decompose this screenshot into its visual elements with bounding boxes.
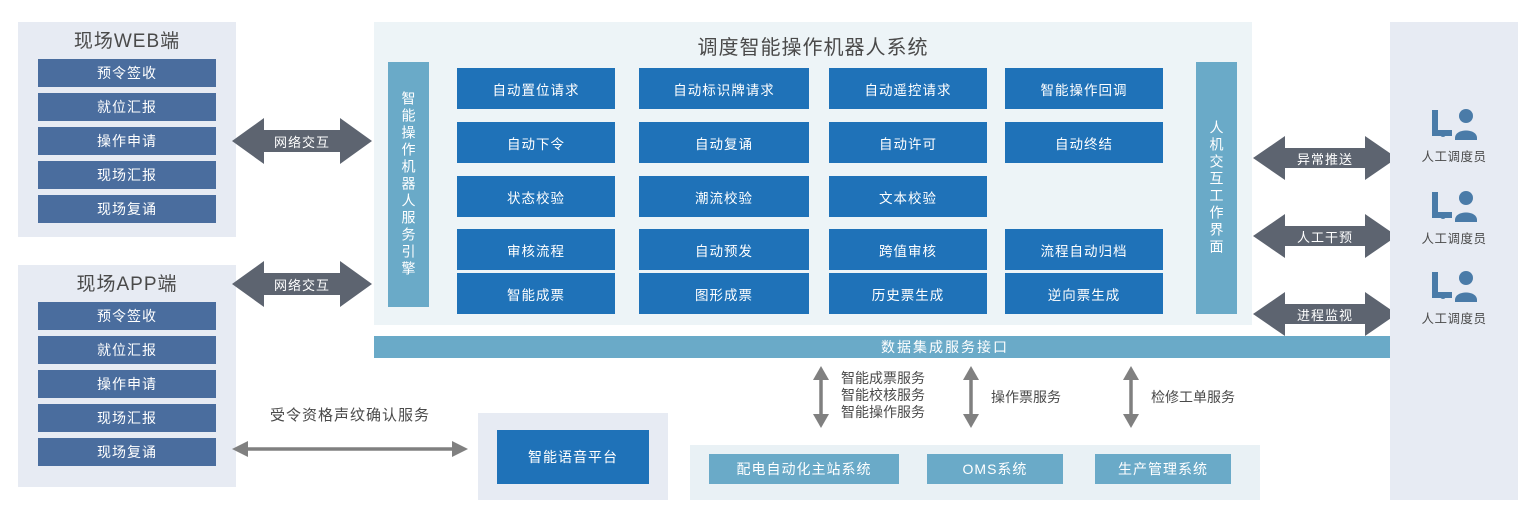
- service-group-1-line-0: 智能成票服务: [841, 370, 925, 386]
- manual-intervention-label: 人工干预: [1296, 229, 1353, 245]
- tile-2-0[interactable]: 状态校验: [457, 176, 615, 217]
- operator-0: 人工调度员: [1390, 108, 1518, 165]
- manual-intervention-arrow: 人工干预: [1253, 210, 1397, 262]
- double-arrow-icon: [232, 261, 372, 307]
- operator-desk-icon: [1432, 109, 1477, 140]
- web-button-4[interactable]: 现场复诵: [38, 195, 216, 223]
- tile-4-1[interactable]: 图形成票: [639, 273, 809, 314]
- tile-0-3[interactable]: 智能操作回调: [1005, 68, 1163, 109]
- service-group-1-label: 智能成票服务 智能校核服务 智能操作服务: [841, 370, 925, 421]
- hmi-interface-bar: 人机交互工作界面: [1196, 62, 1237, 314]
- service-group-1-line-2: 智能操作服务: [841, 404, 925, 420]
- service-arrow-3-icon: [1123, 366, 1139, 428]
- app-button-2[interactable]: 操作申请: [38, 370, 216, 398]
- tile-2-2[interactable]: 文本校验: [829, 176, 987, 217]
- tile-4-3[interactable]: 逆向票生成: [1005, 273, 1163, 314]
- service-group-3-label: 检修工单服务: [1151, 389, 1235, 405]
- web-button-2[interactable]: 操作申请: [38, 127, 216, 155]
- double-arrow-icon: [1253, 214, 1397, 258]
- double-arrow-icon: [232, 118, 372, 164]
- operator-0-label: 人工调度员: [1421, 150, 1487, 164]
- exception-push-label: 异常推送: [1296, 151, 1353, 167]
- app-button-3[interactable]: 现场汇报: [38, 404, 216, 432]
- web-client-title: 现场WEB端: [73, 31, 181, 52]
- operators-panel: [1390, 22, 1518, 500]
- voice-platform-box[interactable]: 智能语音平台: [497, 429, 649, 484]
- system-title: 调度智能操作机器人系统: [697, 37, 929, 59]
- data-integration-bar: 数据集成服务接口: [374, 336, 1516, 358]
- tile-0-1[interactable]: 自动标识牌请求: [639, 68, 809, 109]
- exception-push-arrow: 异常推送: [1253, 132, 1397, 184]
- operator-desk-icon: [1432, 191, 1477, 222]
- voice-platform-panel: 智能语音平台: [478, 413, 668, 500]
- tile-0-2[interactable]: 自动遥控请求: [829, 68, 987, 109]
- operator-desk-icon: [1432, 271, 1477, 302]
- service-arrow-2-icon: [963, 366, 979, 428]
- double-arrow-icon: [1253, 136, 1397, 180]
- service-engine-bar: 智能操作机器人服务引擎: [388, 62, 429, 307]
- operator-2: 人工调度员: [1390, 270, 1518, 327]
- tile-3-1[interactable]: 自动预发: [639, 229, 809, 270]
- operator-1: 人工调度员: [1390, 190, 1518, 247]
- web-button-3[interactable]: 现场汇报: [38, 161, 216, 189]
- tile-3-2[interactable]: 跨值审核: [829, 229, 987, 270]
- operator-2-label: 人工调度员: [1421, 312, 1487, 326]
- tile-3-0[interactable]: 审核流程: [457, 229, 615, 270]
- app-client-title: 现场APP端: [76, 274, 178, 295]
- web-button-0[interactable]: 预令签收: [38, 59, 216, 87]
- tile-4-0[interactable]: 智能成票: [457, 273, 615, 314]
- app-button-0[interactable]: 预令签收: [38, 302, 216, 330]
- system-box-1[interactable]: OMS系统: [927, 454, 1063, 484]
- tile-1-2[interactable]: 自动许可: [829, 122, 987, 163]
- tile-1-1[interactable]: 自动复诵: [639, 122, 809, 163]
- app-button-4[interactable]: 现场复诵: [38, 438, 216, 466]
- web-client-panel: 现场WEB端 预令签收 就位汇报 操作申请 现场汇报 现场复诵: [18, 22, 236, 237]
- tile-1-0[interactable]: 自动下令: [457, 122, 615, 163]
- process-monitor-label: 进程监视: [1296, 307, 1353, 323]
- network-arrow-app-label: 网络交互: [273, 277, 330, 293]
- double-arrow-icon: [1253, 292, 1397, 336]
- tile-2-1[interactable]: 潮流校验: [639, 176, 809, 217]
- tile-0-0[interactable]: 自动置位请求: [457, 68, 615, 109]
- tile-3-3[interactable]: 流程自动归档: [1005, 229, 1163, 270]
- app-button-1[interactable]: 就位汇报: [38, 336, 216, 364]
- network-arrow-web-label: 网络交互: [273, 134, 330, 150]
- process-monitor-arrow: 进程监视: [1253, 288, 1397, 340]
- network-arrow-web: 网络交互: [232, 112, 372, 170]
- service-arrow-1-icon: [813, 366, 829, 428]
- web-button-1[interactable]: 就位汇报: [38, 93, 216, 121]
- app-client-panel: 现场APP端 预令签收 就位汇报 操作申请 现场汇报 现场复诵: [18, 265, 236, 487]
- tile-1-3[interactable]: 自动终结: [1005, 122, 1163, 163]
- network-arrow-app: 网络交互: [232, 255, 372, 313]
- operator-1-label: 人工调度员: [1421, 232, 1487, 246]
- tile-4-2[interactable]: 历史票生成: [829, 273, 987, 314]
- voiceprint-service-label: 受令资格声纹确认服务: [269, 407, 430, 424]
- system-box-2[interactable]: 生产管理系统: [1095, 454, 1231, 484]
- system-box-0[interactable]: 配电自动化主站系统: [709, 454, 899, 484]
- service-group-2-label: 操作票服务: [991, 389, 1061, 405]
- voiceprint-double-arrow-icon: [232, 441, 468, 457]
- service-group-1-line-1: 智能校核服务: [841, 387, 925, 403]
